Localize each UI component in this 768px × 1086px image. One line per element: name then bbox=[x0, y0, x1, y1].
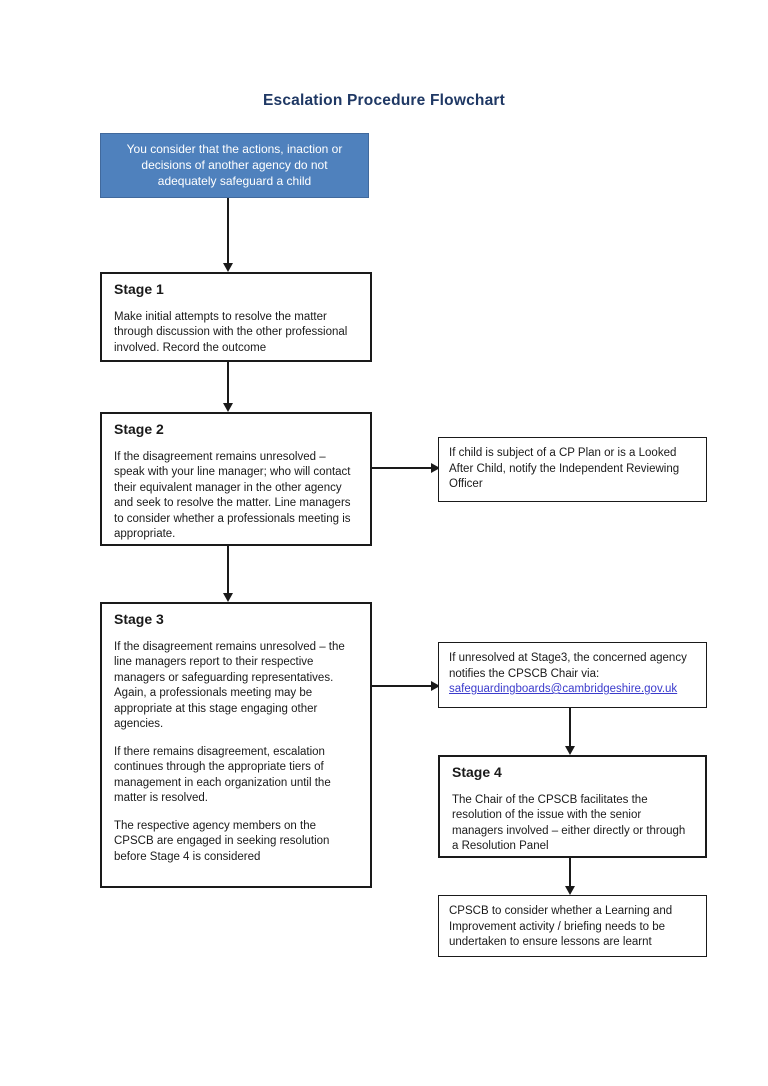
start-box-text: You consider that the actions, inaction … bbox=[126, 142, 343, 188]
arrow-stage2-to-cp-note bbox=[372, 463, 440, 473]
stage1-box: Stage 1 Make initial attempts to resolve… bbox=[100, 272, 372, 362]
arrow-stage1-to-stage2 bbox=[223, 362, 233, 412]
cpscb-email-link[interactable]: safeguardingboards@cambridgeshire.gov.uk bbox=[449, 683, 678, 695]
page-title: Escalation Procedure Flowchart bbox=[262, 92, 505, 109]
stage2-body: If the disagreement remains unresolved –… bbox=[114, 450, 351, 541]
arrow-stage4-to-outcome bbox=[565, 858, 575, 895]
outcome-box: CPSCB to consider whether a Learning and… bbox=[438, 895, 707, 957]
stage3-para2: If there remains disagreement, escalatio… bbox=[114, 745, 331, 805]
stage4-heading: Stage 4 bbox=[452, 764, 502, 780]
stage3-heading: Stage 3 bbox=[114, 611, 164, 627]
escalation-note-text: If unresolved at Stage3, the concerned a… bbox=[449, 652, 687, 680]
stage3-para1: If the disagreement remains unresolved –… bbox=[114, 640, 345, 731]
outcome-text: CPSCB to consider whether a Learning and… bbox=[449, 905, 673, 948]
stage4-body: The Chair of the CPSCB facilitates the r… bbox=[452, 793, 686, 853]
stage2-heading: Stage 2 bbox=[114, 421, 164, 437]
arrow-escalation-note-to-stage4 bbox=[565, 708, 575, 755]
stage3-para3: The respective agency members on the CPS… bbox=[114, 819, 330, 863]
start-box: You consider that the actions, inaction … bbox=[100, 133, 369, 198]
arrow-start-to-stage1 bbox=[223, 198, 233, 272]
stage3-box: Stage 3 If the disagreement remains unre… bbox=[100, 602, 372, 888]
arrow-stage3-to-escalation-note bbox=[372, 681, 440, 691]
stage1-heading: Stage 1 bbox=[114, 281, 164, 297]
stage4-box: Stage 4 The Chair of the CPSCB facilitat… bbox=[438, 755, 707, 858]
stage1-body: Make initial attempts to resolve the mat… bbox=[114, 310, 348, 354]
escalation-note-box: If unresolved at Stage3, the concerned a… bbox=[438, 642, 707, 708]
arrow-stage2-to-stage3 bbox=[223, 546, 233, 602]
cp-note-text: If child is subject of a CP Plan or is a… bbox=[449, 447, 680, 490]
stage2-box: Stage 2 If the disagreement remains unre… bbox=[100, 412, 372, 546]
cp-note-box: If child is subject of a CP Plan or is a… bbox=[438, 437, 707, 502]
